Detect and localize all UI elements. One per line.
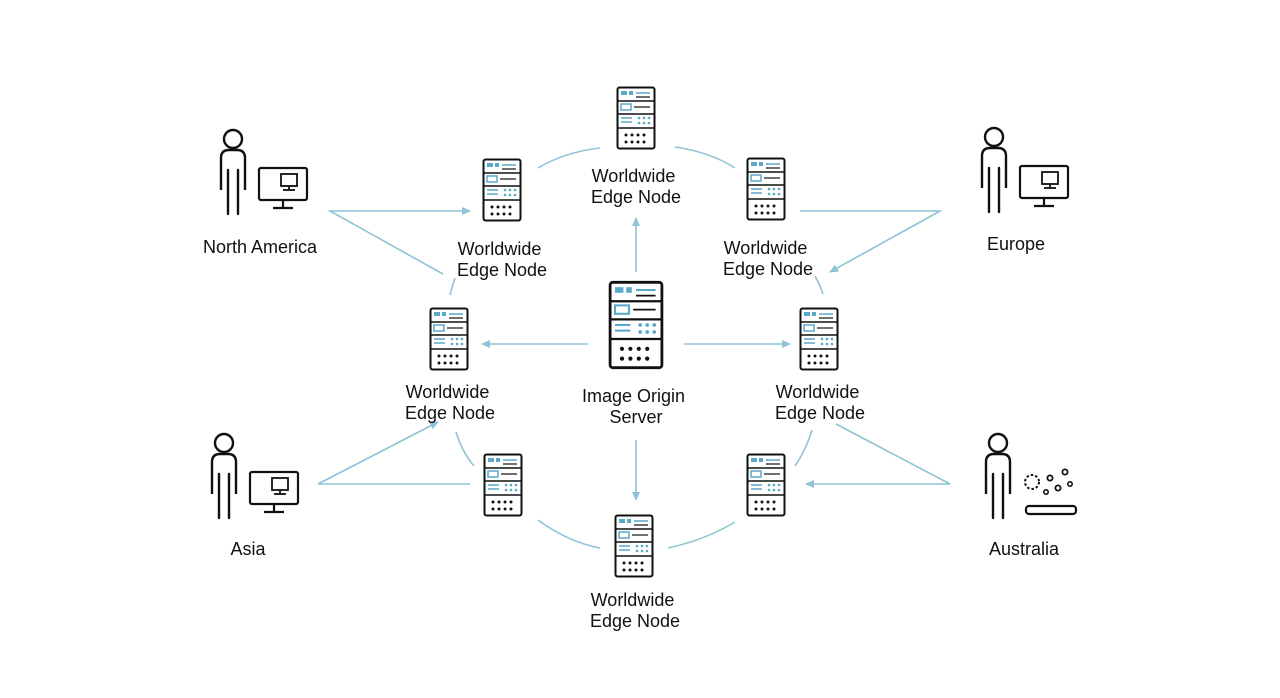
- edge-node-top-label: Worldwide Edge Node: [591, 166, 681, 207]
- edge-node-mid-right-line2: Edge Node: [775, 403, 865, 423]
- europe-user-with-computer-icon: [980, 126, 1070, 214]
- edge-node-bottom-line2: Edge Node: [590, 611, 680, 631]
- edge-node-bottom-label: Worldwide Edge Node: [590, 590, 680, 631]
- origin-label-line2: Server: [609, 407, 662, 427]
- edge-node-upper-right-line1: Worldwide: [724, 238, 808, 258]
- edge-node-mid-right-line1: Worldwide: [776, 382, 860, 402]
- ring-arc-left-upper: [449, 277, 456, 296]
- origin-label: Image Origin Server: [582, 386, 690, 427]
- edge-node-upper-left-label: Worldwide Edge Node: [457, 239, 547, 280]
- connectors: [317, 146, 951, 549]
- relay-server-lower-right-icon: [746, 453, 786, 517]
- edge-node-bottom-line1: Worldwide: [591, 590, 675, 610]
- edge-node-upper-right-line2: Edge Node: [723, 259, 813, 279]
- north-america-connector: [326, 207, 471, 275]
- ring-arc-top-right: [674, 146, 736, 169]
- edge-node-top-server-icon: [616, 86, 656, 150]
- region-label-asia: Asia: [230, 539, 266, 559]
- australia-connector: [805, 423, 951, 488]
- origin-server-icon: [608, 280, 664, 370]
- ring-arc-bottom-right: [667, 521, 736, 549]
- edge-node-top-line2: Edge Node: [591, 187, 681, 207]
- labels: Image Origin Server Worldwide Edge Node …: [203, 166, 1060, 631]
- edge-node-mid-right-server-icon: [799, 307, 839, 371]
- australia-user-with-device-icon: [984, 432, 1078, 520]
- region-label-europe: Europe: [987, 234, 1045, 254]
- edge-node-mid-left-server-icon: [429, 307, 469, 371]
- edge-node-bottom-server-icon: [614, 514, 654, 578]
- edge-node-mid-left-line2: Edge Node: [405, 403, 495, 423]
- ring-arc-top-left: [537, 147, 601, 169]
- origin-label-line1: Image Origin: [582, 386, 685, 406]
- ring-arc-left-lower: [455, 431, 475, 467]
- north-america-user-with-computer-icon: [219, 128, 309, 216]
- ring-arc-right-lower: [794, 429, 813, 467]
- europe-connector: [800, 210, 944, 273]
- region-label-australia: Australia: [989, 539, 1060, 559]
- ring-arc-right-upper: [814, 275, 824, 295]
- edge-node-mid-left-line1: Worldwide: [406, 382, 490, 402]
- edge-node-upper-left-line1: Worldwide: [458, 239, 542, 259]
- edge-node-upper-right-server-icon: [746, 157, 786, 221]
- ring-arc-bottom-left: [537, 519, 601, 549]
- edge-node-mid-right-label: Worldwide Edge Node: [775, 382, 865, 423]
- relay-server-lower-left-icon: [483, 453, 523, 517]
- asia-user-with-computer-icon: [210, 432, 300, 520]
- edge-node-upper-left-line2: Edge Node: [457, 260, 547, 280]
- edge-node-top-line1: Worldwide: [592, 166, 676, 186]
- edge-node-mid-left-label: Worldwide Edge Node: [405, 382, 495, 423]
- edge-node-upper-right-label: Worldwide Edge Node: [723, 238, 813, 279]
- edge-node-upper-left-server-icon: [482, 158, 522, 222]
- asia-connector: [317, 421, 470, 485]
- region-label-north-america: North America: [203, 237, 318, 257]
- servers: [429, 86, 839, 578]
